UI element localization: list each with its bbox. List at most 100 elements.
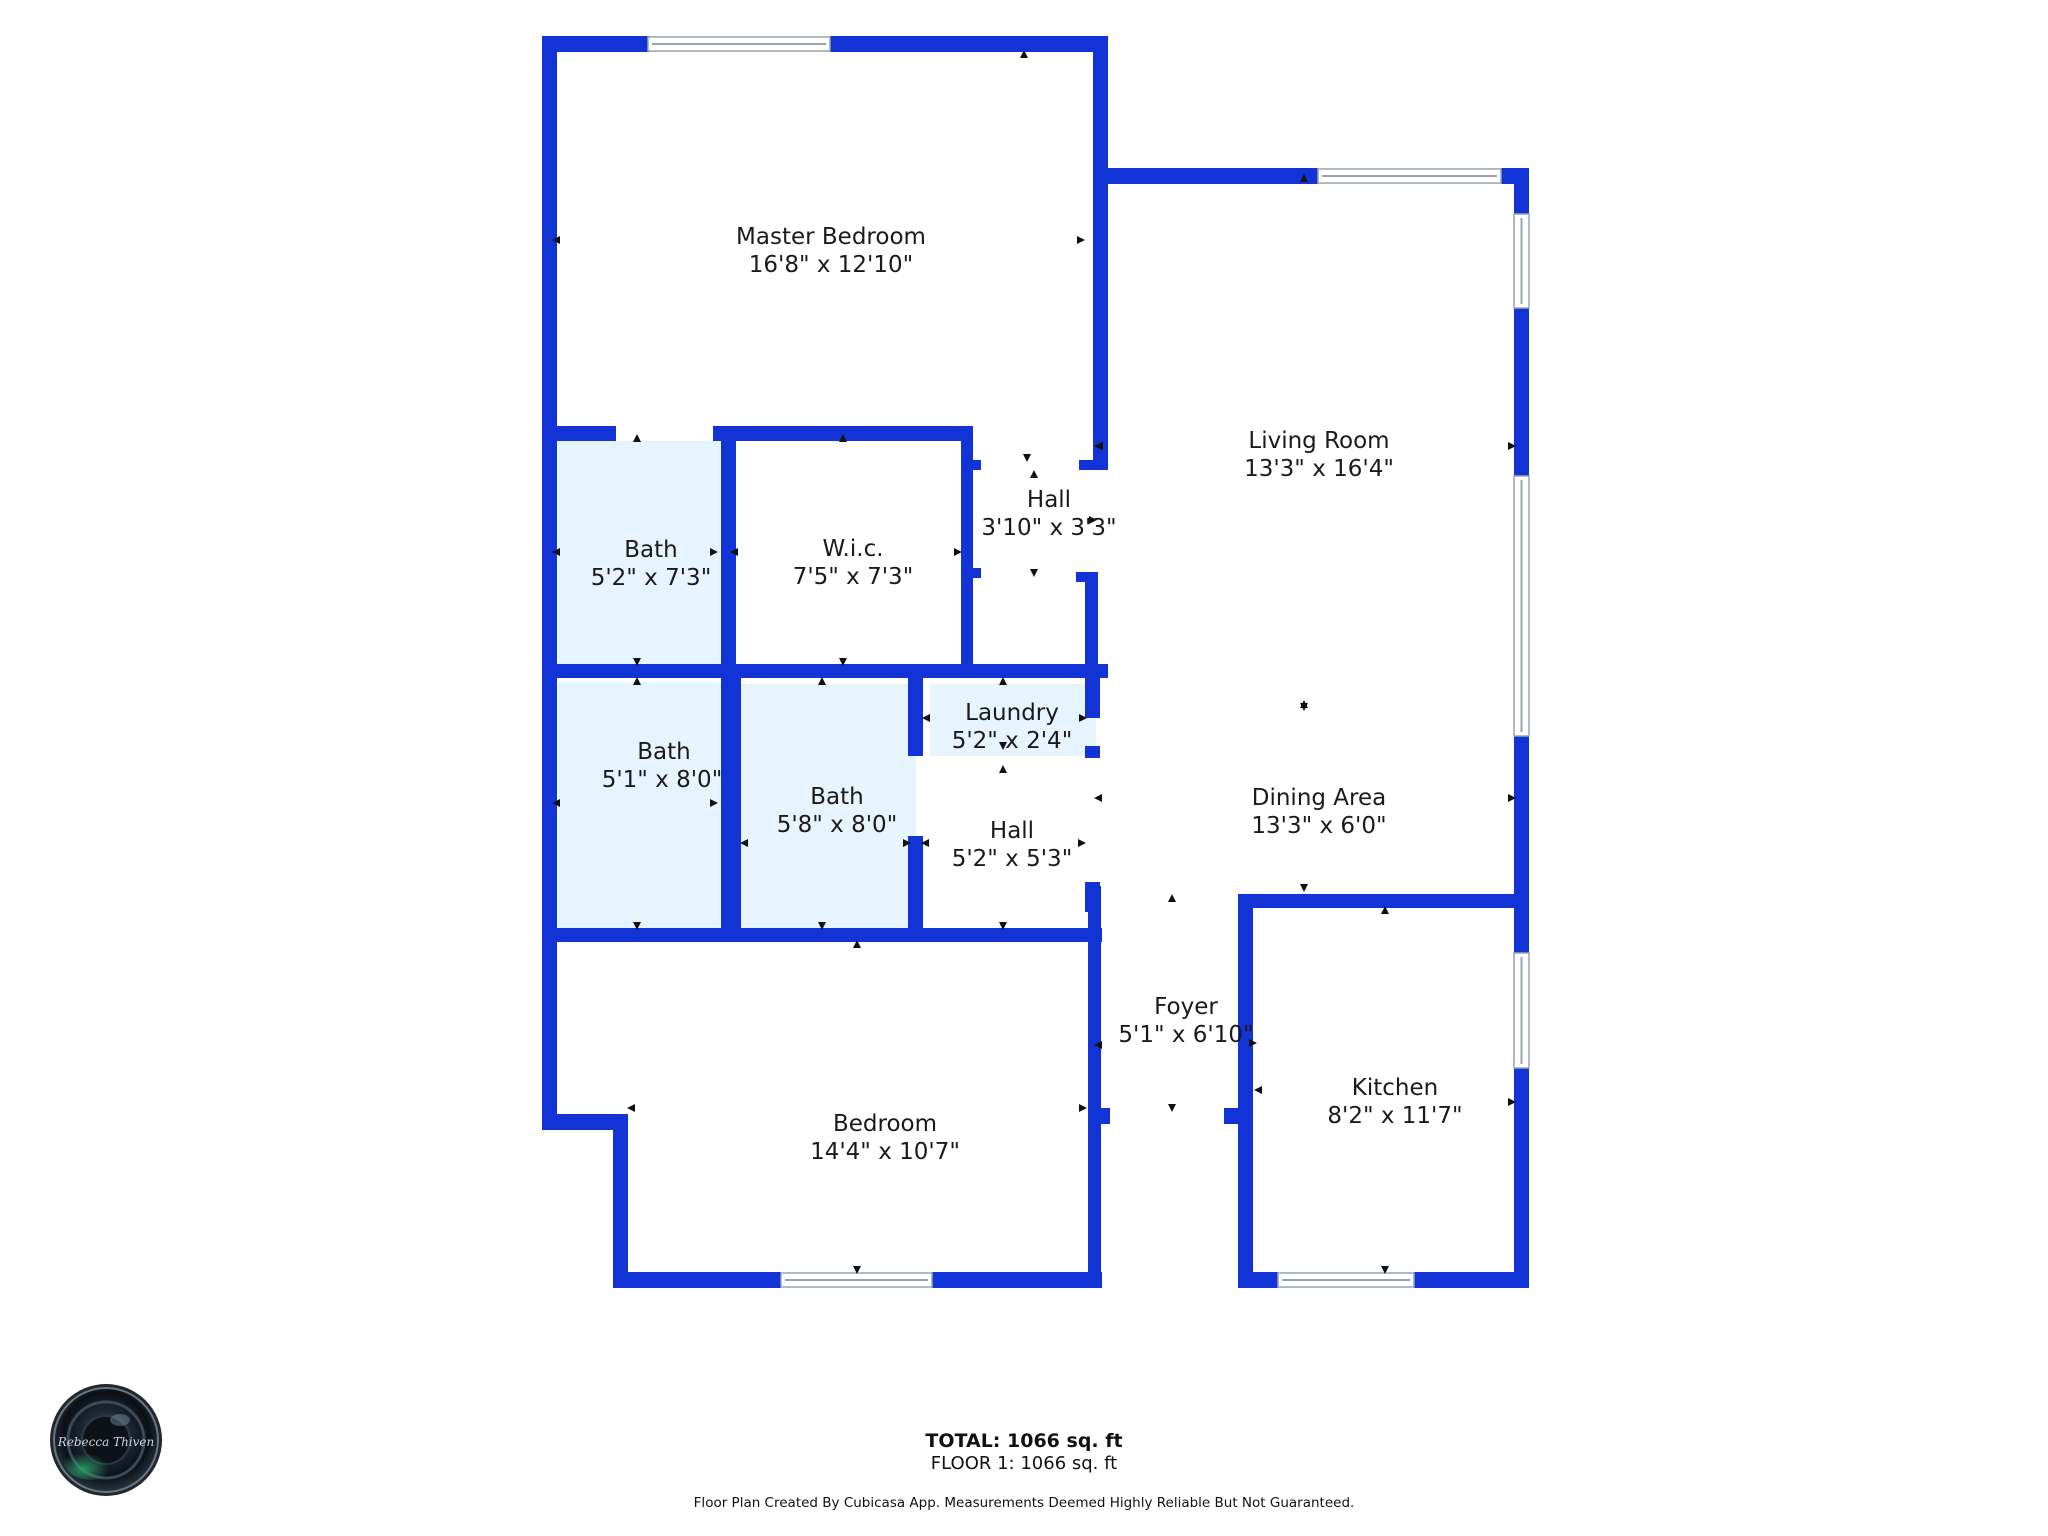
dimension-marker: [1254, 1086, 1262, 1094]
wall-segment: [961, 426, 973, 664]
wall-segment: [966, 568, 981, 578]
logo-signature: Rebecca Thiven: [57, 1435, 155, 1449]
dimension-marker: [839, 434, 847, 442]
dimension-marker: [1094, 442, 1102, 450]
dimension-marker: [921, 839, 929, 847]
room-name: Bath: [624, 537, 677, 563]
room-size: 5'2" x 2'4": [952, 728, 1073, 754]
dimension-marker: [730, 548, 738, 556]
wall-segment: [1093, 36, 1108, 470]
room-laundry: Laundry 5'2" x 2'4": [952, 700, 1073, 754]
dimension-marker: [633, 677, 641, 685]
floor-area: FLOOR 1: 1066 sq. ft: [930, 1453, 1118, 1474]
dimension-marker: [954, 548, 962, 556]
camera-lens-logo-icon: Rebecca Thiven: [50, 1384, 162, 1496]
wall-segment: [1088, 1108, 1110, 1124]
room-name: Foyer: [1154, 994, 1218, 1020]
wall-segment: [613, 1114, 628, 1288]
dimension-marker: [1381, 1266, 1389, 1274]
dimension-marker: [627, 1104, 635, 1112]
wall-segment: [961, 460, 981, 470]
dimension-marker: [633, 434, 641, 442]
dimension-marker: [818, 677, 826, 685]
dimension-marker: [1168, 1104, 1176, 1112]
dimension-marker: [999, 765, 1007, 773]
wall-segment: [1414, 1272, 1529, 1288]
wall-segment: [1079, 460, 1108, 470]
wall-segment: [1085, 746, 1100, 758]
room-bath-middle: Bath 5'8" x 8'0": [777, 784, 898, 838]
wall-segment: [1085, 572, 1098, 664]
windows: [647, 36, 1530, 1288]
dimension-marker: [1030, 470, 1038, 478]
dimension-marker: [999, 922, 1007, 930]
wall-segment: [729, 678, 741, 931]
dimension-marker: [1508, 442, 1516, 450]
room-fills: [558, 441, 1096, 938]
laundry-fill: [930, 684, 1096, 756]
wall-segment: [1088, 886, 1101, 1287]
wall-segment: [1093, 168, 1318, 184]
window-pane-line: [1520, 957, 1523, 1064]
room-size: 5'1" x 6'10": [1118, 1022, 1253, 1048]
bath-left-fill: [558, 682, 721, 938]
dimension-marker: [740, 839, 748, 847]
wall-segment: [542, 928, 1102, 942]
window-pane-line: [652, 43, 826, 45]
room-bedroom: Bedroom 14'4" x 10'7": [810, 1111, 960, 1165]
room-name: W.i.c.: [822, 536, 883, 562]
wall-segment: [932, 1272, 1102, 1288]
wall-segment: [1085, 678, 1100, 718]
dimension-marker: [1300, 884, 1308, 892]
room-dining-area: Dining Area 13'3" x 6'0": [1251, 785, 1386, 839]
room-wic: W.i.c. 7'5" x 7'3": [793, 536, 914, 590]
wall-segment: [542, 664, 1108, 678]
wall-segment: [1514, 1068, 1529, 1286]
dimension-marker: [1023, 454, 1031, 462]
room-size: 5'2" x 5'3": [952, 846, 1073, 872]
dimension-marker: [853, 1266, 861, 1274]
dimension-marker: [1078, 839, 1086, 847]
wall-segment: [542, 426, 616, 441]
dimension-marker: [1249, 1039, 1257, 1047]
dimension-marker: [552, 799, 560, 807]
wall-segment: [1514, 168, 1529, 214]
wall-segment: [908, 836, 923, 932]
dimension-marker: [710, 799, 718, 807]
room-labels: Master Bedroom 16'8" x 12'10" Living Roo…: [591, 224, 1463, 1165]
dimension-marker: [1089, 516, 1097, 524]
disclaimer: Floor Plan Created By Cubicasa App. Meas…: [693, 1495, 1355, 1511]
room-size: 13'3" x 16'4": [1244, 456, 1394, 482]
wall-segment: [1238, 1272, 1278, 1288]
window-pane-line: [1520, 480, 1523, 732]
room-living-room: Living Room 13'3" x 16'4": [1244, 428, 1394, 482]
wall-segment: [1514, 308, 1529, 476]
dimension-marker: [1020, 50, 1028, 58]
dimension-marker: [1168, 894, 1176, 902]
dimension-marker: [633, 658, 641, 666]
dimension-marker: [1030, 569, 1038, 577]
room-kitchen: Kitchen 8'2" x 11'7": [1327, 1075, 1462, 1129]
dimension-marker: [1079, 714, 1087, 722]
dimension-marker: [633, 922, 641, 930]
room-name: Living Room: [1248, 428, 1389, 454]
dimension-marker: [999, 742, 1007, 750]
room-name: Laundry: [965, 700, 1059, 726]
wall-segment: [908, 664, 923, 756]
room-bath-left: Bath 5'1" x 8'0": [602, 739, 723, 793]
wall-segment: [713, 426, 971, 441]
room-size: 14'4" x 10'7": [810, 1139, 960, 1165]
dimension-marker: [1094, 794, 1102, 802]
window-pane-line: [1322, 175, 1497, 177]
dimension-marker: [1300, 174, 1308, 182]
dimension-marker: [1381, 906, 1389, 914]
room-foyer: Foyer 5'1" x 6'10": [1118, 994, 1253, 1048]
room-name: Hall: [990, 818, 1034, 844]
room-name: Master Bedroom: [736, 224, 926, 250]
total-area: TOTAL: 1066 sq. ft: [925, 1430, 1123, 1452]
room-bath-upper: Bath 5'2" x 7'3": [591, 537, 712, 591]
wall-segment: [542, 36, 650, 52]
dimension-marker: [818, 922, 826, 930]
room-size: 13'3" x 6'0": [1251, 813, 1386, 839]
dimension-marker: [1508, 794, 1516, 802]
